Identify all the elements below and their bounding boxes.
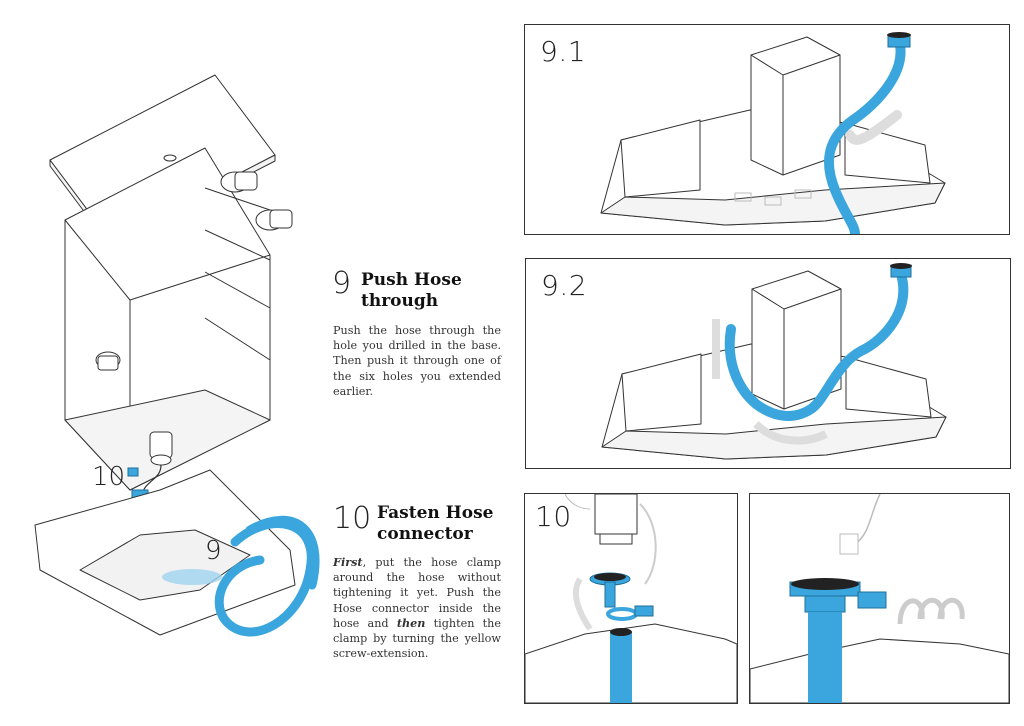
step-10-title-line1: Fasten Hose xyxy=(377,503,494,523)
callout-hose: 9 xyxy=(205,536,222,566)
step-9-title-line2: through xyxy=(361,291,439,311)
panel-9-2: 9.2 xyxy=(525,258,1011,469)
overview-illustration xyxy=(34,74,320,637)
panel-9-1-label: 9.1 xyxy=(540,35,587,68)
emphasis-then: then xyxy=(396,615,426,630)
panel-10b xyxy=(749,493,1010,704)
step-10-number: 10 xyxy=(333,501,372,536)
step-9-title-line1: Push Hose xyxy=(361,270,462,290)
hose-92 xyxy=(724,269,909,421)
step-9-number: 9 xyxy=(332,266,352,301)
panel-10a: 10 xyxy=(524,493,738,704)
hose-coil xyxy=(214,515,320,637)
hose-pipe-10a xyxy=(610,632,632,703)
step-10-body: First, put the hose clamp around the hos… xyxy=(333,555,501,661)
hose-91 xyxy=(823,40,906,234)
panel-9-2-label: 9.2 xyxy=(541,269,588,302)
step-9-body: Push the hose through the hole you drill… xyxy=(333,324,501,398)
hose-connector-10b xyxy=(789,578,887,613)
step-10-body-part2: tighten the clamp by turning the yellow … xyxy=(333,616,501,661)
callout-connector: 10 xyxy=(92,462,126,492)
panel-10a-label: 10 xyxy=(535,500,572,533)
hose-pipe-10b xyxy=(808,612,842,703)
hose-clamp-10a xyxy=(589,572,654,621)
emphasis-first: First xyxy=(333,555,363,569)
step-10-body-part1: , put the hose clamp around the hose wit… xyxy=(333,556,501,630)
panel-9-1: 9.1 xyxy=(524,24,1010,235)
step-10-title-line2: connector xyxy=(377,524,473,544)
